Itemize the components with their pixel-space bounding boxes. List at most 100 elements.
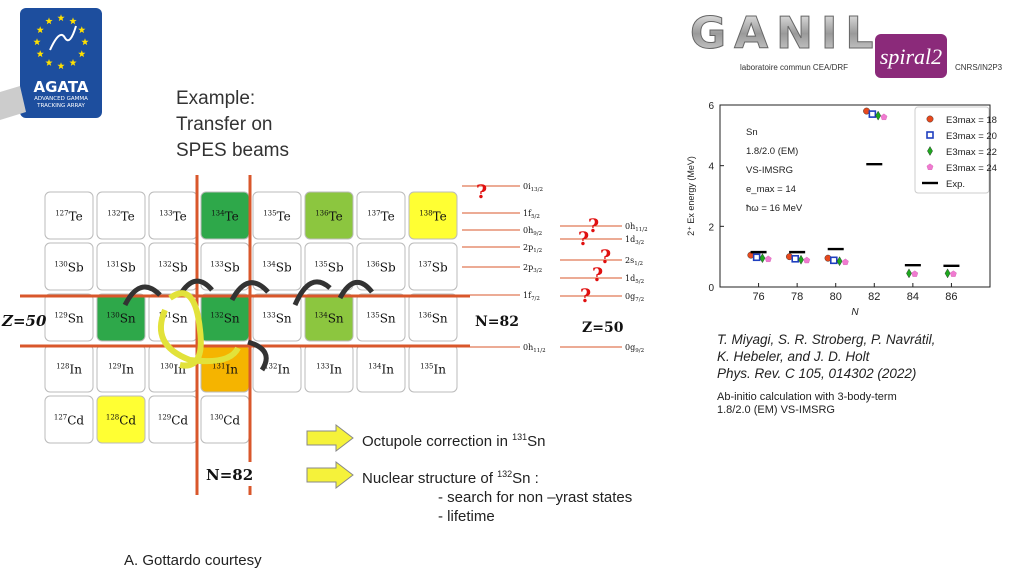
data-point (926, 163, 934, 170)
nuclide-label: 136Te (315, 210, 343, 224)
series (752, 110, 877, 265)
nuclide-cell-128cd (96, 395, 146, 444)
question-mark: ? (578, 228, 589, 250)
agata-logo: AGATA ADVANCED GAMMA TRACKING ARRAY (20, 8, 102, 118)
nuclide-cell-131sb (96, 242, 146, 291)
bullet-2-main: Nuclear structure of (362, 470, 498, 487)
y-tick-label: 4 (708, 162, 714, 173)
transfer-arrow-4 (292, 279, 332, 307)
data-point (803, 256, 811, 264)
series (764, 113, 957, 277)
transfer-arrow-5 (337, 280, 374, 300)
title-line-1: Example: (176, 88, 256, 109)
nuclide-label: 129In (108, 363, 134, 377)
level-label: 2p3/2 (523, 263, 542, 274)
title-line-3: SPES beams (176, 140, 289, 161)
nuclide-cell-135te (252, 191, 302, 240)
x-tick-label: 84 (907, 291, 919, 303)
y-tick-label: 6 (708, 101, 714, 112)
agata-star-icon (45, 17, 53, 25)
data-point (906, 268, 912, 279)
nuclide-cell-137sb (408, 242, 458, 291)
transfer-arrow-1 (122, 284, 162, 307)
x-tick-label: 82 (868, 291, 880, 303)
nuclide-cell-134sn (304, 293, 354, 342)
agata-star-icon (78, 50, 86, 58)
nuclide-label: 128Cd (106, 414, 137, 428)
nuclide-label: 132Te (107, 210, 135, 224)
question-mark: ? (600, 246, 611, 268)
bullet-1-tail: Sn (527, 433, 546, 450)
series (750, 162, 960, 267)
question-mark: ? (476, 181, 487, 203)
nuclide-label: 127Te (55, 210, 83, 224)
level-label: 2p1/2 (523, 243, 542, 254)
chart-annotation: Sn (746, 127, 758, 138)
y-axis-label: 2⁺ Ex energy (MeV) (686, 156, 696, 236)
level-label: 0g9/2 (625, 343, 644, 354)
nuclide-label: 135In (420, 363, 446, 377)
nuclide-label: 129Cd (158, 414, 189, 428)
nuclide-cell-135sb (304, 242, 354, 291)
level-label: 0h11/2 (523, 343, 546, 354)
reference: T. Miyagi, S. R. Stroberg, P. Navrátil, … (717, 331, 935, 382)
chart-annotation: 1.8/2.0 (EM) (746, 146, 798, 157)
reference-note-2: 1.8/2.0 (EM) VS-IMSRG (717, 404, 835, 416)
data-point (829, 256, 838, 265)
transfer-arrow-6 (247, 339, 269, 372)
nuclide-label: 130Cd (210, 414, 241, 428)
agata-star-icon (69, 17, 77, 25)
nuclide-label: 137Sb (418, 261, 448, 275)
nuclide-cell-137te (356, 191, 406, 240)
chart-annotation: VS-IMSRG (746, 165, 793, 176)
legend-box (914, 106, 990, 194)
reference-authors-2: K. Hebeler, and J. D. Holt (717, 349, 870, 364)
x-tick-label: 78 (791, 291, 803, 303)
data-point (926, 131, 934, 139)
x-axis-label: N (851, 307, 859, 318)
nuclide-label: 130Sb (54, 261, 84, 275)
title-line-2: Transfer on (176, 114, 273, 135)
levels-z-label: Z=50 (582, 320, 624, 336)
agata-star-icon (78, 26, 86, 34)
data-point (836, 256, 843, 267)
bullet-2-text: Nuclear structure of 132Sn : (362, 465, 539, 488)
nuclide-label: 135Te (263, 210, 291, 224)
nuclide-label: 137Te (367, 210, 395, 224)
question-mark: ? (592, 264, 603, 286)
sub-bullet-1: - search for non –yrast states (438, 489, 633, 506)
nuclide-label: 133Sb (210, 261, 240, 275)
legend-label: E3max = 22 (946, 147, 997, 158)
nuclide-label: 130Sn (106, 312, 136, 326)
level-label: 1d3/2 (625, 235, 644, 246)
reference-note-1: Ab-initio calculation with 3-body-term (717, 391, 897, 403)
data-point (759, 253, 766, 264)
data-point (944, 268, 951, 279)
sub-bullet-2: - lifetime (438, 508, 495, 525)
bullet-1: Octupole correction in 131Sn (306, 424, 545, 452)
nuclide-cell-130sb (44, 242, 94, 291)
nuclide-cell-138te (408, 191, 458, 240)
level-label: 1f5/2 (523, 209, 540, 220)
slide-title: Example: Transfer on SPES beams (176, 86, 289, 164)
data-point (791, 254, 800, 263)
data-point (949, 270, 957, 277)
nuclide-cell-135sn (356, 293, 406, 342)
x-tick-label: 86 (945, 291, 957, 303)
data-point (927, 146, 933, 156)
nuclide-cell-136te (304, 191, 354, 240)
level-label: 1f7/2 (523, 291, 540, 302)
agata-star-icon (57, 62, 65, 70)
nuclide-label: 127Cd (54, 414, 85, 428)
nuclide-cell-130sn (96, 293, 146, 342)
ganil-logo: GANIL spiral2 (690, 8, 947, 78)
agata-star-icon (57, 14, 65, 22)
level-label: 0i13/2 (523, 182, 543, 193)
agata-stars-icon (33, 14, 89, 70)
x-tick-label: 76 (752, 291, 764, 303)
agata-sub-line1: ADVANCED GAMMA (34, 96, 88, 102)
yellow-arrow-icon (306, 461, 354, 489)
sub-bullets: - search for non –yrast states - lifetim… (438, 488, 632, 526)
transfer-arrows (122, 278, 374, 372)
